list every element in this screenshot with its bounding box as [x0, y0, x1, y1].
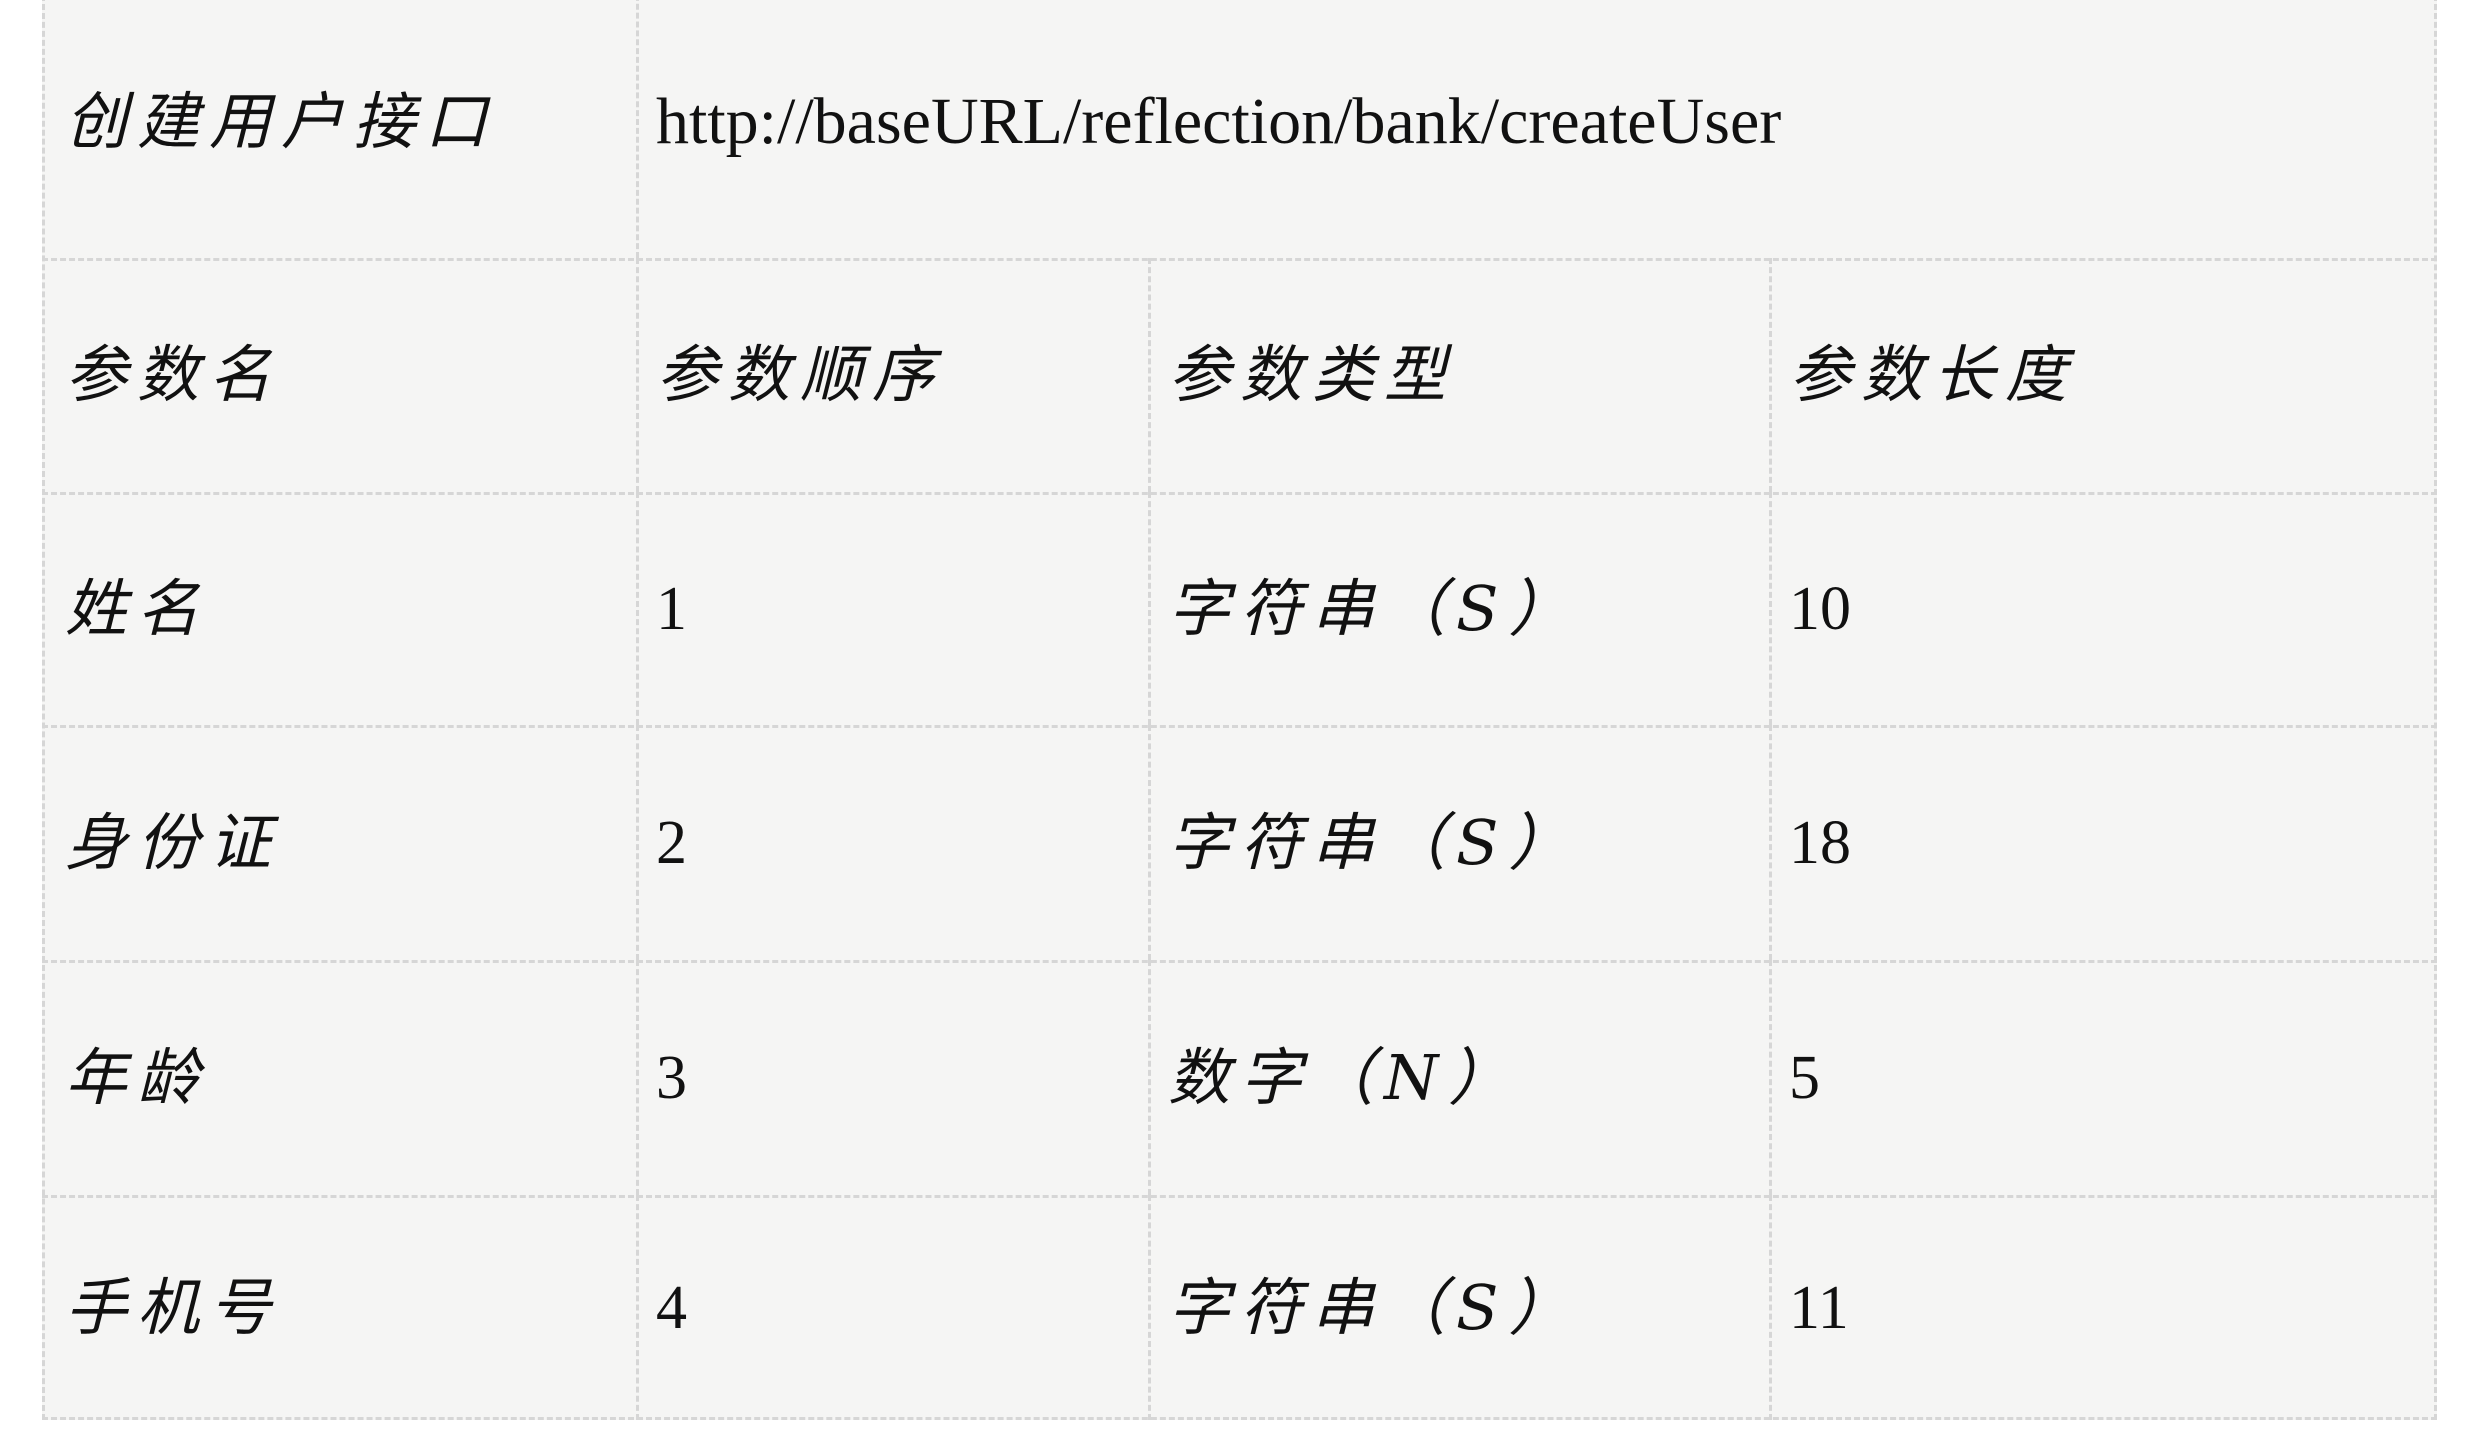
column-header-param-order-label: 参数顺序 — [656, 338, 945, 411]
cell-param-length-value: 5 — [1789, 1043, 1820, 1112]
cell-param-name: 姓名 — [45, 492, 636, 725]
column-header-param-name: 参数名 — [45, 258, 636, 492]
interface-title-label-cell: 创建用户接口 — [45, 0, 636, 258]
cell-param-name: 手机号 — [45, 1195, 636, 1420]
cell-param-order: 2 — [636, 725, 1148, 960]
cell-param-length: 10 — [1769, 492, 2440, 725]
cell-param-order: 4 — [636, 1195, 1148, 1420]
cell-param-name-value: 姓名 — [65, 571, 210, 645]
cell-param-type-value: 字符串（S） — [1168, 571, 1581, 645]
cell-param-order-value: 4 — [656, 1273, 687, 1342]
column-header-param-order: 参数顺序 — [636, 258, 1148, 492]
cell-param-type: 字符串（S） — [1148, 725, 1769, 960]
column-header-param-type: 参数类型 — [1148, 258, 1769, 492]
column-header-param-length-label: 参数长度 — [1789, 338, 2078, 411]
cell-param-length-value: 10 — [1789, 574, 1851, 643]
table-row-interface-title: 创建用户接口 http://baseURL/reflection/bank/cr… — [45, 0, 2434, 258]
cell-param-order: 3 — [636, 960, 1148, 1195]
cell-param-length-value: 18 — [1789, 808, 1851, 877]
interface-url-value: http://baseURL/reflection/bank/createUse… — [656, 85, 1782, 158]
cell-param-order-value: 1 — [656, 574, 687, 643]
interface-url-cell: http://baseURL/reflection/bank/createUse… — [636, 0, 2440, 258]
cell-param-type-value: 字符串（S） — [1168, 1270, 1581, 1344]
column-header-param-type-label: 参数类型 — [1168, 338, 1457, 411]
cell-param-length: 18 — [1769, 725, 2440, 960]
cell-param-type-value: 字符串（S） — [1168, 805, 1581, 879]
cell-param-name-value: 身份证 — [65, 805, 282, 879]
cell-param-name: 年龄 — [45, 960, 636, 1195]
column-header-param-length: 参数长度 — [1769, 258, 2440, 492]
interface-title-label: 创建用户接口 — [65, 85, 498, 158]
table-row: 手机号 4 字符串（S） 11 — [42, 1195, 2437, 1420]
cell-param-order-value: 2 — [656, 808, 687, 877]
table-header-row: 参数名 参数顺序 参数类型 参数长度 — [42, 258, 2437, 492]
column-header-param-name-label: 参数名 — [65, 338, 282, 411]
table-row: 姓名 1 字符串（S） 10 — [42, 492, 2437, 725]
table-row: 身份证 2 字符串（S） 18 — [42, 725, 2437, 960]
cell-param-type-value: 数字（N） — [1168, 1040, 1521, 1114]
cell-param-length: 11 — [1769, 1195, 2440, 1420]
cell-param-length-value: 11 — [1789, 1273, 1849, 1342]
cell-param-length: 5 — [1769, 960, 2440, 1195]
cell-param-order-value: 3 — [656, 1043, 687, 1112]
cell-param-type: 字符串（S） — [1148, 492, 1769, 725]
cell-param-type: 字符串（S） — [1148, 1195, 1769, 1420]
cell-param-type: 数字（N） — [1148, 960, 1769, 1195]
cell-param-name-value: 手机号 — [65, 1270, 282, 1344]
cell-param-name-value: 年龄 — [65, 1040, 210, 1114]
api-parameter-table: 创建用户接口 http://baseURL/reflection/bank/cr… — [42, 0, 2437, 1420]
table-row: 年龄 3 数字（N） 5 — [42, 960, 2437, 1195]
cell-param-order: 1 — [636, 492, 1148, 725]
cell-param-name: 身份证 — [45, 725, 636, 960]
